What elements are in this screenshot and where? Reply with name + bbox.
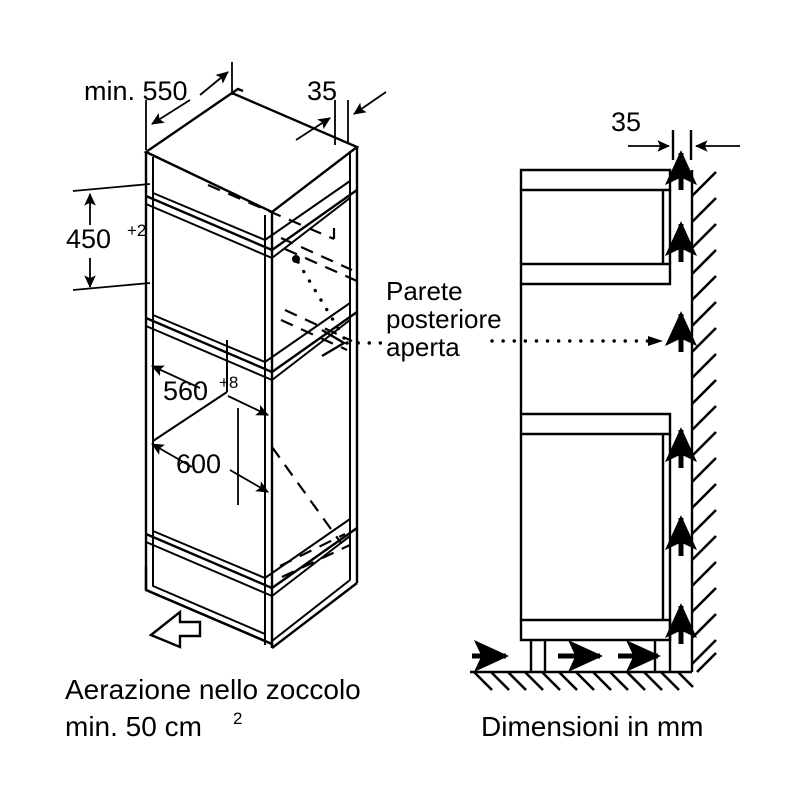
niche-bottom-shelf bbox=[145, 302, 358, 442]
room-floor bbox=[470, 670, 694, 691]
cabinet-bottom-right-edge-inner bbox=[271, 579, 351, 642]
dimension-top-gap-35: 35 bbox=[295, 76, 387, 145]
cabinet-base-shelf bbox=[145, 518, 358, 597]
base-front-edge-lower bbox=[145, 541, 273, 597]
rear-wall-leader bbox=[292, 255, 384, 345]
dimension-niche-width-560: 560 +8 bbox=[151, 365, 269, 416]
upper-cabinet-bottom-panel bbox=[519, 262, 672, 286]
dim600-arrow-right bbox=[229, 469, 269, 493]
shelf-top-front-edge bbox=[145, 194, 273, 252]
dim35R-label: 35 bbox=[611, 107, 641, 137]
base-surface bbox=[152, 518, 351, 580]
rear-wall-annotation: Parete posteriore aperta bbox=[386, 276, 502, 362]
dim35L-label: 35 bbox=[307, 76, 337, 106]
cabinet-bottom-right-edge bbox=[271, 582, 358, 649]
base-right-edge bbox=[271, 527, 358, 589]
dashed-shelf-rear-d bbox=[280, 318, 348, 352]
rear-wall-line-1: Parete bbox=[386, 276, 463, 306]
plinth-left-face bbox=[144, 566, 273, 646]
base-front-edge bbox=[145, 532, 273, 590]
dim560-arrow-right bbox=[227, 395, 269, 416]
dim450-ext-top bbox=[72, 183, 151, 192]
right-caption: Dimensioni in mm bbox=[481, 711, 704, 742]
cabinet-top-panel bbox=[143, 91, 360, 214]
niche-top-shelf bbox=[145, 180, 358, 259]
dim450-label: 450 bbox=[66, 224, 111, 254]
shelf-mid-surface bbox=[152, 302, 351, 364]
dashed-base-rear-a bbox=[279, 533, 346, 567]
dimension-wall-gap-35: 35 bbox=[611, 107, 740, 160]
shelf-mid-right-edge bbox=[271, 311, 358, 373]
cabinet-top-notch bbox=[231, 87, 244, 94]
wall-hatching bbox=[691, 171, 717, 673]
upper-cabinet-top-panel bbox=[519, 168, 672, 192]
dim560-arrow-left bbox=[151, 365, 201, 389]
left-caption-superscript: 2 bbox=[233, 709, 242, 728]
lower-cabinet-bottom-panel bbox=[519, 618, 672, 642]
shelf-top-surface bbox=[152, 180, 351, 242]
dashed-callout-chevron bbox=[321, 328, 347, 358]
dim550-arrow-right bbox=[199, 71, 229, 96]
side-rear-wall-leader bbox=[490, 336, 663, 346]
dashed-niche-floor-rear bbox=[271, 446, 342, 544]
left-caption-line-1: Aerazione nello zoccolo bbox=[65, 674, 361, 705]
shelf-top-right-edge bbox=[271, 189, 358, 251]
plinth-airflow-arrow bbox=[148, 609, 202, 649]
dashed-join bbox=[340, 535, 351, 544]
dimension-cabinet-width-600: 600 bbox=[151, 408, 269, 505]
dim560-label: 560 bbox=[163, 376, 208, 406]
hidden-rear-edges bbox=[207, 183, 358, 578]
dimension-width-min-550: min. 550 bbox=[84, 62, 233, 150]
dimension-niche-height-450: 450 +2 bbox=[66, 183, 151, 291]
cabinet-carcass bbox=[143, 87, 360, 649]
cabinet-plinth bbox=[144, 566, 274, 648]
left-caption-line-2: min. 50 cm bbox=[65, 711, 202, 742]
rear-wall-line-3: aperta bbox=[386, 332, 460, 362]
lower-cabinet-top-panel bbox=[519, 412, 672, 436]
dashed-shelf-rear-a bbox=[280, 236, 353, 272]
dim35L-arrow-left bbox=[295, 117, 331, 141]
shelf-mid-front-edge-lower bbox=[145, 325, 273, 381]
lower-cabinet bbox=[519, 412, 672, 642]
side-section-group: 35 Dimensioni in mm bbox=[470, 107, 740, 742]
isometric-cabinet-group: min. 550 35 450 +2 560 +8 bbox=[65, 62, 502, 742]
dim450-ext-bottom bbox=[72, 282, 151, 291]
dashed-top-rear-1 bbox=[207, 183, 335, 241]
shelf-mid-inner-left bbox=[152, 391, 228, 442]
dim550-arrow-left bbox=[151, 99, 191, 125]
leader-dotted-diagonal bbox=[296, 260, 349, 345]
shelf-mid-front-edge bbox=[145, 316, 273, 374]
dim560-tolerance: +8 bbox=[219, 373, 238, 392]
shelf-mid-right-edge-lower bbox=[271, 319, 351, 381]
airflow-arrow-outline bbox=[148, 609, 202, 649]
side-leader-arrowhead bbox=[648, 336, 663, 346]
dim600-label: 600 bbox=[176, 449, 221, 479]
dashed-shelf-rear-b bbox=[284, 247, 358, 283]
floor-hatching bbox=[473, 671, 694, 691]
plinth-front-edge bbox=[145, 588, 274, 648]
room-wall bbox=[690, 170, 717, 673]
rear-wall-line-2: posteriore bbox=[386, 304, 502, 334]
dim450-tolerance: +2 bbox=[127, 221, 146, 240]
plinth-left-face-inner bbox=[152, 570, 266, 635]
left-caption: Aerazione nello zoccolo min. 50 cm 2 bbox=[65, 674, 361, 742]
dashed-shelf-rear-c bbox=[284, 309, 353, 342]
right-caption-text: Dimensioni in mm bbox=[481, 711, 704, 742]
shelf-top-front-edge-lower bbox=[145, 203, 273, 259]
upper-cabinet bbox=[519, 168, 672, 286]
dashed-base-rear-b bbox=[281, 544, 351, 578]
dim35L-arrow-right bbox=[353, 91, 387, 115]
dim550-label: min. 550 bbox=[84, 76, 188, 106]
dim600-arrow-left bbox=[151, 443, 193, 468]
base-right-edge-lower bbox=[271, 535, 351, 597]
